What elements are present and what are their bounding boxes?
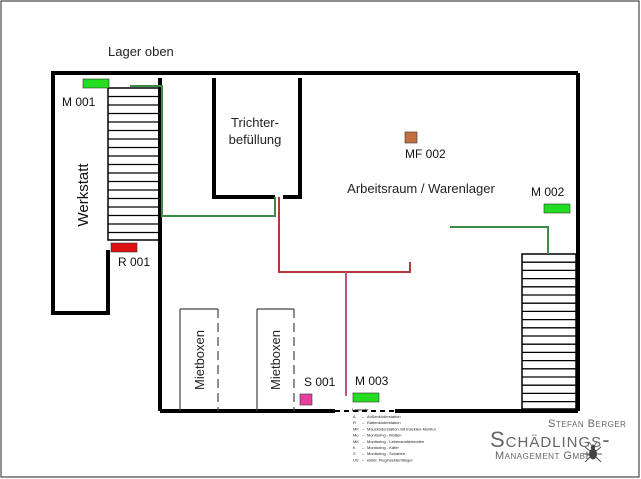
legend-dash: – (362, 433, 365, 438)
station-m001-label: M 001 (62, 95, 96, 109)
legend: Legende A–AußenköderstationR–Rattenköder… (352, 407, 437, 462)
rental-box-right-label: Mietboxen (268, 330, 283, 390)
station-s001-marker (299, 393, 313, 406)
green-route-right (450, 226, 549, 254)
staircase-right (521, 253, 577, 410)
station-m001-marker (82, 78, 110, 89)
legend-dash: – (362, 445, 365, 450)
legend-text: Monitoring - Lebensmittelmotten (367, 439, 424, 444)
rental-box-left: Mietboxen (179, 308, 219, 411)
company-line-top: Stefan Berger (548, 418, 626, 430)
legend-dash: – (362, 451, 365, 456)
station-s001[interactable]: S 001 (299, 375, 336, 406)
bug-icon (584, 441, 602, 463)
legend-code: UV (353, 457, 359, 462)
red-route (278, 197, 411, 273)
funnel-label-line2: befüllung (229, 132, 282, 147)
workshop-label: Werkstatt (75, 163, 92, 227)
station-m002[interactable]: M 002 (531, 185, 571, 214)
legend-text: elektr. Fluginsektenfänger (367, 457, 413, 462)
legend-text: Mausköderstation mit Insekten-Monitor (367, 426, 437, 431)
legend-dash: – (362, 414, 365, 419)
company-logo: Stefan Berger Schädlings- Management Gmb… (490, 418, 626, 463)
main-walls (108, 71, 580, 413)
funnel-label-line1: Trichter- (231, 115, 279, 130)
legend-code: MF (353, 426, 359, 431)
company-line-main: Schädlings- (490, 427, 611, 452)
floor-title: Lager oben (108, 44, 174, 59)
station-m002-marker (543, 203, 571, 214)
legend-text: Monitoring - Schaben (367, 451, 405, 456)
legend-dash: – (362, 439, 365, 444)
workshop-room: Werkstatt (51, 71, 110, 315)
legend-dash: – (362, 426, 365, 431)
station-m003-label: M 003 (355, 374, 389, 388)
legend-code: MK (353, 439, 359, 444)
station-m003[interactable]: M 003 (352, 374, 389, 403)
legend-code: K (353, 445, 356, 450)
station-m003-marker (352, 392, 380, 403)
legend-text: Monitoring - Käfer (367, 445, 399, 450)
legend-text: Rattenköderstation (367, 420, 401, 425)
rental-box-right: Mietboxen (256, 308, 295, 411)
legend-code: Mo (353, 433, 359, 438)
station-mf002[interactable]: MF 002 (404, 131, 446, 161)
station-r001-label: R 001 (118, 255, 150, 269)
legend-code: A (353, 414, 356, 419)
rental-box-left-label: Mietboxen (192, 330, 207, 390)
company-line-bottom: Management GmbH (495, 450, 594, 462)
route-lines (130, 85, 549, 396)
legend-code: R (353, 420, 356, 425)
green-route-top (130, 85, 276, 217)
legend-dash: – (362, 457, 365, 462)
legend-text: Monitoring - Motten (367, 433, 401, 438)
main-room-label: Arbeitsraum / Warenlager (347, 181, 495, 196)
legend-code: S (353, 451, 356, 456)
legend-items: A–AußenköderstationR–RattenköderstationM… (353, 414, 437, 462)
station-mf002-label: MF 002 (405, 147, 446, 161)
funnel-room: Trichter- befüllung (212, 78, 302, 199)
station-mf002-marker (404, 131, 418, 144)
station-r001[interactable]: R 001 (110, 242, 150, 269)
station-m001[interactable]: M 001 (62, 78, 110, 109)
station-m002-label: M 002 (531, 185, 565, 199)
legend-dash: – (362, 420, 365, 425)
staircase-left (107, 87, 161, 241)
station-s001-label: S 001 (304, 375, 336, 389)
legend-text: Außenköderstation (367, 414, 401, 419)
legend-title: Legende (352, 407, 369, 412)
station-r001-marker (110, 242, 138, 253)
